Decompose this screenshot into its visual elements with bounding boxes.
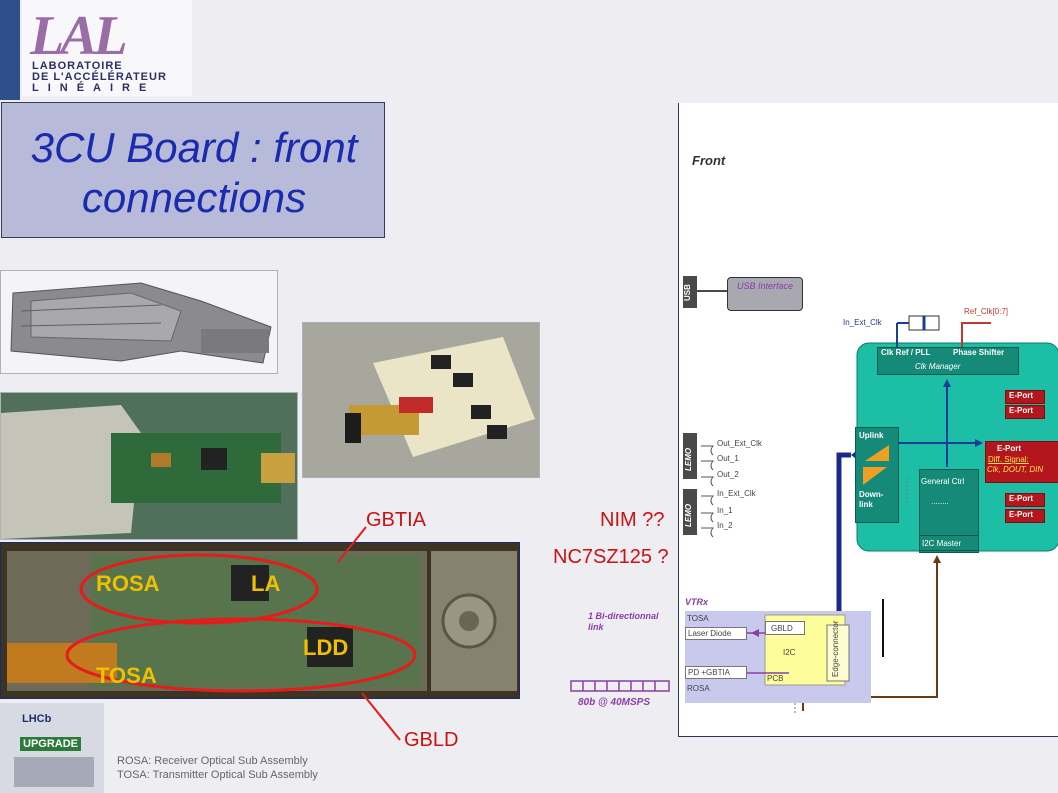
i2c-label: I2C: [783, 648, 796, 657]
lal-logo: LAL LABORATOIRE DE L'ACCÉLÉRATEUR LINÉAI…: [22, 0, 192, 96]
logo-mark: LAL: [30, 5, 128, 67]
rosa-definition: ROSA: Receiver Optical Sub Assembly: [117, 755, 308, 767]
eport-3: E-Port: [997, 444, 1021, 453]
logo-line-2: DE L'ACCÉLÉRATEUR: [32, 71, 167, 83]
cad-render-drawing: [10, 282, 272, 364]
logo-line-1: LABORATOIRE: [32, 60, 123, 72]
test-board-photo: [302, 322, 540, 478]
data-rate-label: 80b @ 40MSPS: [578, 697, 651, 708]
lemo-in-ext-clk: In_Ext_Clk: [717, 489, 756, 498]
usb-interface-label: USB Interface: [736, 281, 794, 291]
gbtia-callout: GBTIA: [366, 509, 427, 531]
gbld-label: GBLD: [771, 624, 793, 633]
diff-signal-label: Diff. Signal:: [988, 455, 1029, 464]
uplink-label: Uplink: [859, 431, 884, 440]
eport-2: E-Port: [1005, 405, 1045, 419]
slide-title-box: 3CU Board : front connections: [1, 102, 385, 238]
link-arrows-icon: [863, 445, 889, 485]
front-label: Front: [692, 153, 726, 168]
tosa-definition: TOSA: Transmitter Optical Sub Assembly: [117, 769, 318, 781]
diagram-connections: [685, 290, 1058, 715]
ldd-photo-label: LDD: [303, 635, 349, 660]
slide-title-line-1: 3CU Board : front: [30, 124, 358, 171]
lhcb-text: LHCb: [22, 713, 52, 725]
rosa-photo-label: ROSA: [96, 571, 160, 596]
vtrx-module-drawing: [1, 393, 297, 539]
lemo-out-ext-clk: Out_Ext_Clk: [717, 439, 762, 448]
clk-manager-block: [877, 347, 1019, 375]
test-board-drawing: [303, 323, 539, 477]
laser-diode-block: [685, 627, 747, 640]
clk-manager-label: Clk Manager: [915, 362, 961, 371]
lhcb-upgrade-badge: LHCb UPGRADE: [0, 703, 104, 793]
vtrx-module-photo: [0, 392, 298, 540]
cad-render-image: [0, 270, 278, 374]
laser-diode-label: Laser Diode: [688, 629, 732, 638]
eport-diff-block: [985, 441, 1058, 483]
eport-1: E-Port: [1005, 390, 1045, 404]
block-diagram: Front USB USB Interface In_Ext_Clk Ref_C…: [678, 103, 1058, 737]
lemo-input-label: LEMO: [684, 503, 693, 527]
usb-label: USB: [683, 284, 692, 301]
pd-gbtia-label: PD +GBTIA: [688, 668, 731, 677]
clk-ref-pll-label: Clk Ref / PLL: [881, 348, 931, 357]
link-block: [855, 427, 899, 523]
badge-graphic: [14, 757, 94, 787]
usb-connector: [683, 276, 697, 308]
tosa-photo-label: TOSA: [96, 663, 157, 688]
upgrade-text: UPGRADE: [20, 737, 82, 751]
edge-connector-label: Edge-connector: [831, 620, 840, 677]
pcb-label: PCB: [767, 674, 784, 683]
logo-line-3: LINÉAIRE: [32, 82, 156, 94]
gbld-block: [765, 621, 805, 635]
vtrx-tosa-label: TOSA: [687, 614, 709, 623]
la-photo-label: LA: [251, 571, 281, 596]
nc7sz125-callout: NC7SZ125 ?: [553, 546, 669, 568]
data-bus-icon: [570, 680, 670, 692]
vtrx-label: VTRx: [685, 597, 709, 607]
general-ctrl-dots: ........: [931, 497, 949, 506]
lemo-in-2: In_2: [717, 521, 733, 530]
lemo-output-connector: [683, 433, 697, 479]
lemo-input-connector: [683, 489, 697, 535]
gbld-callout: GBLD: [404, 729, 459, 751]
vtrx-closeup-photo: ROSA LA TOSA LDD: [0, 542, 520, 699]
slide-title: 3CU Board : front connections: [2, 123, 386, 223]
eport-5: E-Port: [1005, 509, 1045, 523]
nim-callout: NIM ??: [600, 509, 665, 531]
general-ctrl-label: General Ctrl: [921, 477, 965, 486]
vtrx-closeup-drawing: [1, 543, 519, 698]
lemo-in-1: In_1: [717, 506, 733, 515]
diff-signal-detail: Clk, DOUT, DIN: [987, 465, 1044, 474]
slide-title-line-2: connections: [81, 174, 307, 221]
pd-gbtia-block: [685, 666, 747, 679]
bidir-link-label: 1 Bi-directionnal link: [588, 611, 659, 632]
in-ext-clk-top-label: In_Ext_Clk: [843, 318, 882, 327]
usb-interface-block: [727, 277, 803, 311]
phase-shifter-label: Phase Shifter: [953, 348, 1005, 357]
lemo-out-1: Out_1: [717, 454, 739, 463]
ref-clk-label: Ref_Clk[0:7]: [964, 307, 1009, 316]
eport-4: E-Port: [1005, 493, 1045, 507]
i2c-master-block: [919, 535, 979, 551]
vtrx-rosa-label: ROSA: [687, 684, 710, 693]
downlink-label: Down-link: [859, 490, 884, 509]
i2c-master-label: I2C Master: [922, 539, 962, 548]
left-accent-bar: [0, 0, 20, 100]
lemo-out-2: Out_2: [717, 470, 739, 479]
lemo-output-label: LEMO: [684, 447, 693, 471]
